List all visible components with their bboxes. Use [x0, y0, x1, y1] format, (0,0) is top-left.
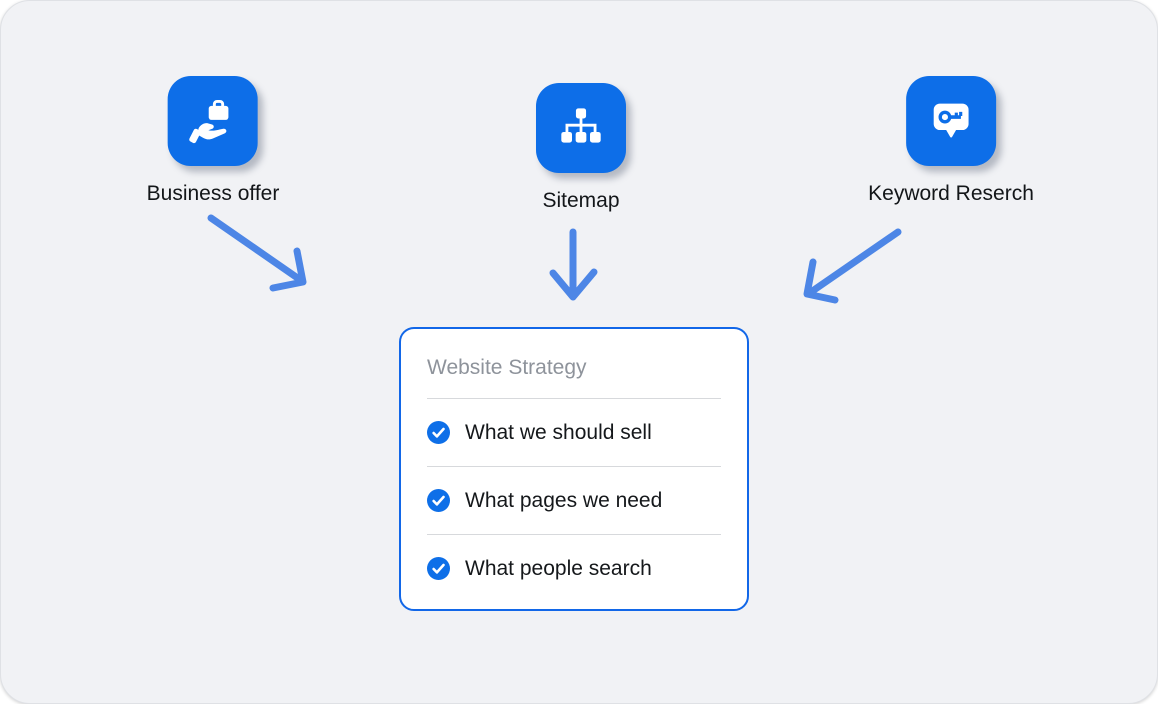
node-label-sitemap: Sitemap [542, 189, 620, 212]
check-circle-icon [427, 557, 450, 580]
node-label-keyword-research: Keyword Reserch [868, 182, 1034, 205]
check-circle-icon [427, 489, 450, 512]
website-strategy-card: Website Strategy What we should sell Wha… [399, 327, 749, 611]
divider [427, 398, 721, 399]
keyword-research-key-bubble-icon [905, 76, 996, 166]
check-circle-icon [427, 421, 450, 444]
strategy-item-text: What we should sell [465, 420, 652, 444]
arrow-business-offer-to-card [207, 214, 307, 292]
strategy-item-text: What pages we need [465, 488, 663, 512]
node-business-offer: Business offer [146, 76, 280, 206]
divider [427, 534, 721, 535]
strategy-item-text: What people search [465, 556, 652, 580]
node-sitemap: Sitemap [536, 83, 626, 213]
strategy-item-row: What people search [427, 535, 721, 602]
node-keyword-research: Keyword Reserch [868, 76, 1034, 206]
sitemap-hierarchy-icon [536, 83, 626, 173]
arrow-sitemap-to-card [549, 228, 598, 301]
divider [427, 466, 721, 467]
strategy-item-row: What we should sell [427, 399, 721, 466]
node-label-business-offer: Business offer [146, 182, 280, 205]
card-title: Website Strategy [427, 356, 587, 379]
business-offer-hand-briefcase-icon [168, 76, 258, 166]
strategy-item-row: What pages we need [427, 467, 721, 534]
arrow-keyword-to-card [803, 228, 902, 304]
